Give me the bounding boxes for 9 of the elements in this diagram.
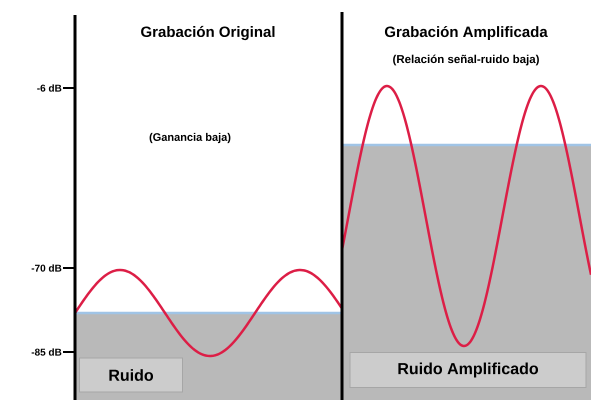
panel-title: Grabación Amplificada [384,26,548,40]
label-box: Ruido Amplificado [350,352,586,388]
panel-title: Grabación Original [141,26,274,40]
tick-label: -6 dB [37,84,62,92]
label-box: Ruido [79,358,183,392]
annotation: (Ganancia baja) [150,132,230,144]
panel-subtitle: (Relación señal-ruido baja) [393,54,539,66]
tick-label: -85 dB [32,348,62,356]
tick-label: -70 dB [32,264,62,272]
